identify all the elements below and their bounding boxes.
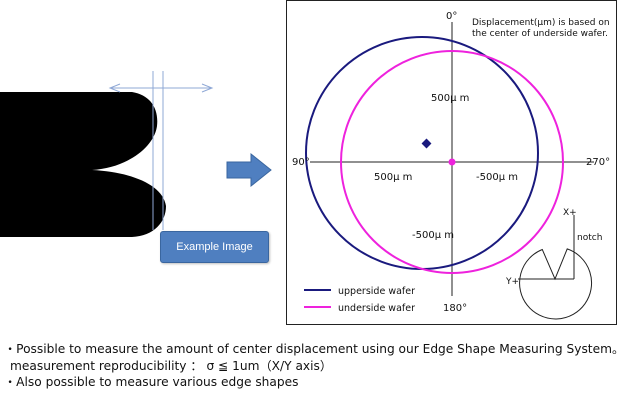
- scale-label-bottom: -500μ m: [412, 230, 454, 241]
- upperside-center-marker: [421, 138, 432, 149]
- displacement-note-line1: Displacement(μm) is based on: [472, 18, 610, 28]
- angle-label-top: 0°: [446, 11, 457, 22]
- legend-label-underside: underside wafer: [338, 303, 415, 314]
- inset-y-label: Y+: [505, 277, 519, 287]
- note-line-3: ・Also possible to measure various edge s…: [4, 375, 299, 389]
- displacement-note-line2: the center of underside wafer.: [472, 29, 608, 39]
- scale-label-right: -500μ m: [476, 172, 518, 183]
- edge-shape-illustration: [0, 71, 214, 237]
- inset-notch-label: notch: [577, 233, 602, 243]
- example-image-button[interactable]: Example Image: [160, 231, 269, 263]
- angle-label-bottom: 180°: [443, 303, 467, 314]
- displacement-diagram: Displacement(μm) is based on the center …: [286, 0, 617, 325]
- legend-label-upperside: upperside wafer: [338, 286, 415, 297]
- legend: upperside wafer underside wafer: [304, 286, 415, 314]
- note-line-2: measurement reproducibility ： σ ≦ 1um（X/…: [10, 358, 333, 373]
- edge-profile-shape: [0, 92, 166, 237]
- underside-wafer-circle: [340, 50, 564, 274]
- underside-center-marker: [448, 158, 456, 166]
- note-line-1: ・Possible to measure the amount of cente…: [4, 342, 621, 356]
- angle-label-right: 270°: [586, 157, 610, 168]
- feature-notes: ・Possible to measure the amount of cente…: [4, 341, 621, 391]
- wafer-orientation-inset: X+ Y+ notch: [505, 208, 602, 320]
- right-arrow-icon: [226, 152, 272, 188]
- scale-label-left: 500μ m: [374, 172, 412, 183]
- measurement-guides: [108, 71, 214, 230]
- angle-label-left: 90°: [292, 157, 310, 168]
- inset-x-label: X+: [563, 208, 577, 218]
- scale-label-top: 500μ m: [431, 93, 469, 104]
